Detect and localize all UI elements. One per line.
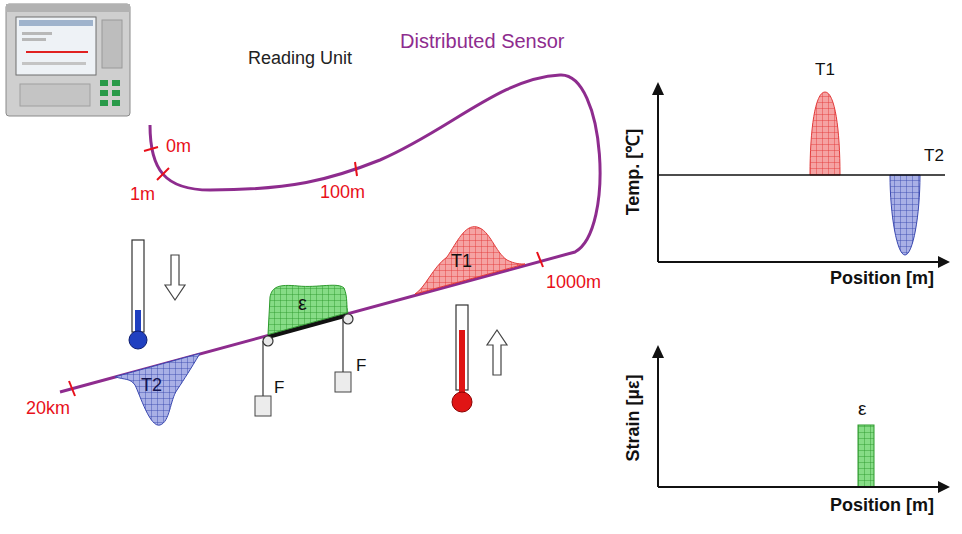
distance-marker: 20km bbox=[26, 398, 70, 419]
fiber-line bbox=[60, 75, 600, 392]
distance-ticks bbox=[69, 147, 543, 396]
cold-thermometer bbox=[129, 240, 185, 349]
reading-unit-device bbox=[6, 4, 130, 116]
temperature-chart bbox=[652, 82, 950, 268]
force-label: F bbox=[274, 378, 284, 398]
blob-outline bbox=[268, 285, 348, 334]
strain-zone-blob: ε bbox=[268, 282, 348, 336]
distance-marker: 1m bbox=[130, 184, 155, 205]
distance-marker: 100m bbox=[320, 182, 365, 203]
axis-label: Temp. [℃] bbox=[623, 129, 644, 216]
axis-label: Strain [µε] bbox=[623, 375, 644, 462]
hot-zone-blob: T1 bbox=[415, 222, 525, 294]
zone-label: T2 bbox=[141, 376, 162, 396]
blob-outline bbox=[415, 227, 525, 294]
peak-label: ε bbox=[858, 398, 866, 420]
blob-outline bbox=[115, 353, 200, 425]
axis-label: Position [m] bbox=[830, 495, 934, 516]
cold-zone-blob: T2 bbox=[115, 350, 200, 430]
strain-chart bbox=[652, 345, 950, 493]
sensor-label: Distributed Sensor bbox=[400, 30, 565, 53]
device-label: Reading Unit bbox=[248, 48, 352, 69]
distance-marker: 1000m bbox=[546, 272, 601, 293]
distance-marker: 0m bbox=[166, 136, 191, 157]
blob-shape bbox=[268, 282, 348, 336]
axis-label: Position [m] bbox=[830, 268, 934, 289]
peak-label: T1 bbox=[815, 60, 835, 80]
hot-thermometer bbox=[452, 305, 507, 412]
force-label: F bbox=[356, 356, 366, 376]
zone-label: ε bbox=[298, 292, 307, 314]
zone-label: T1 bbox=[451, 252, 472, 272]
peak-label: T2 bbox=[924, 146, 944, 166]
